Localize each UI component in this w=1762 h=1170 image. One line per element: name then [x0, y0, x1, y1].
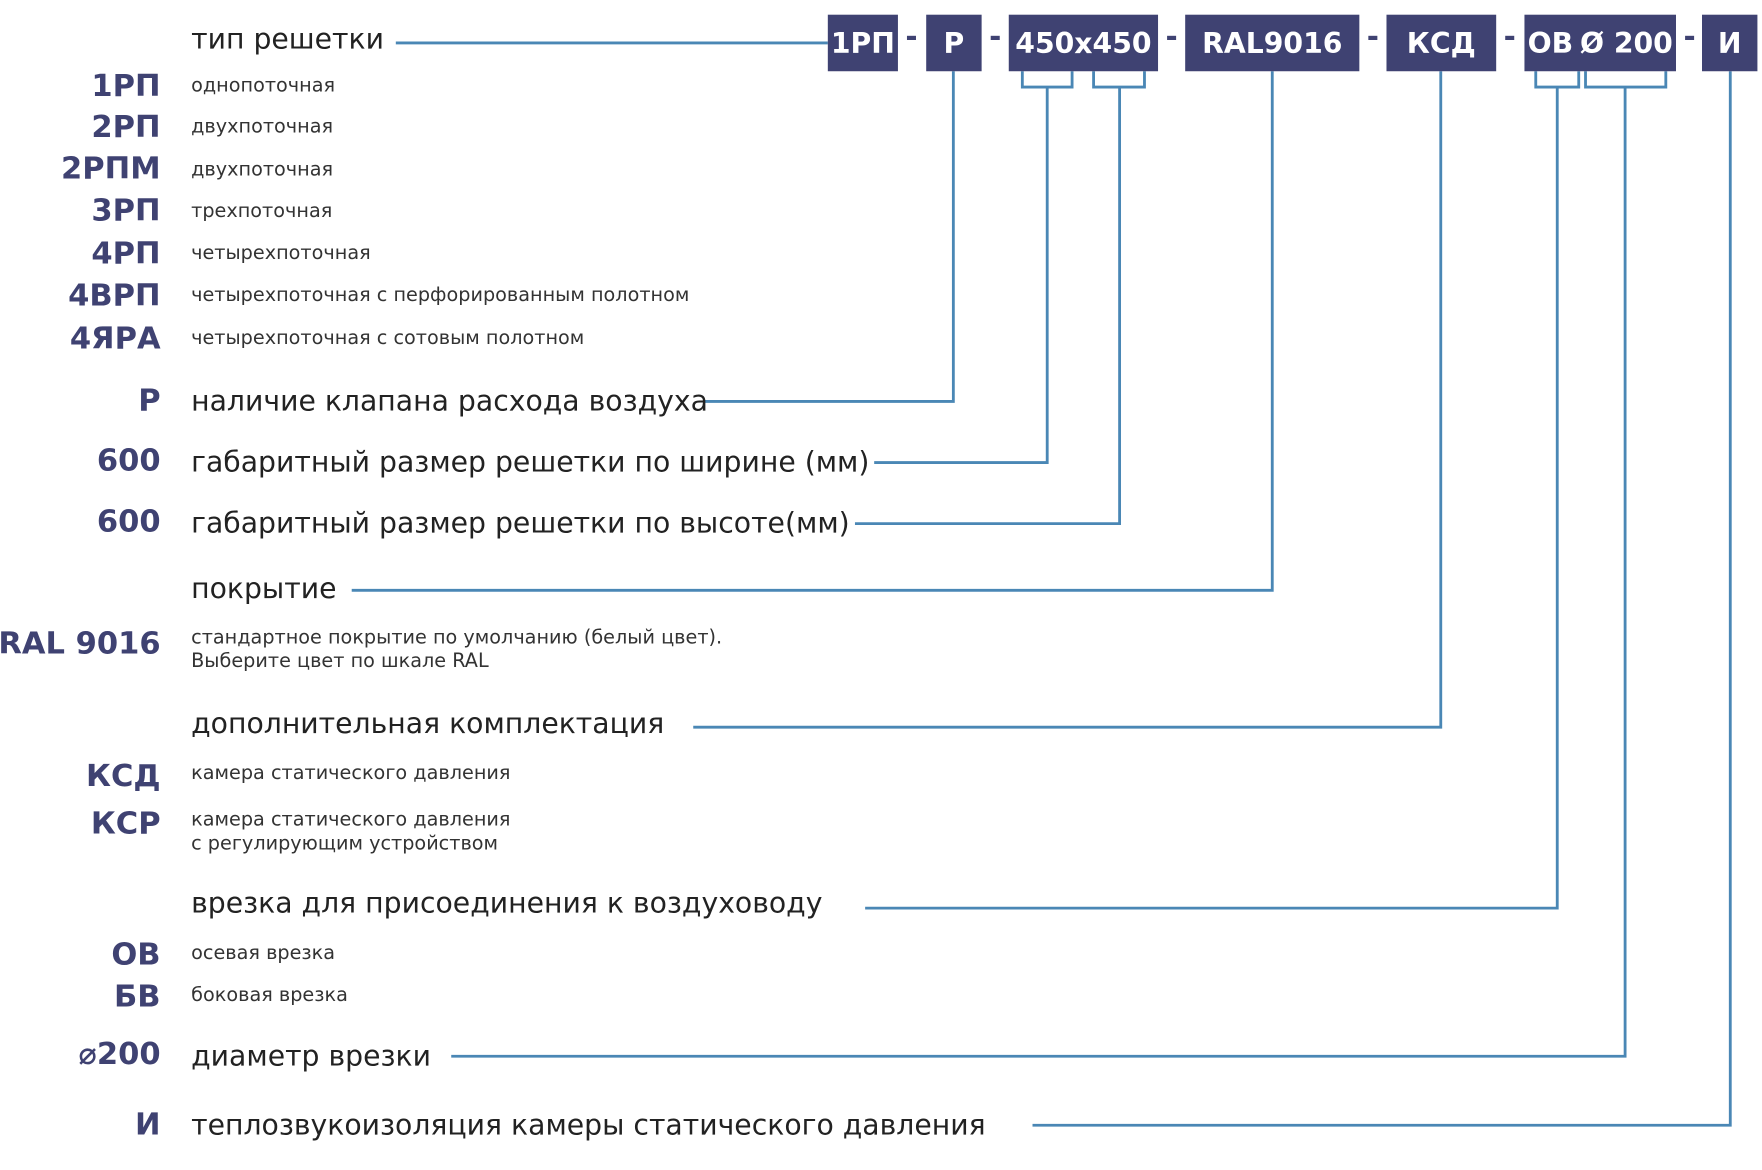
insulation-code: И [135, 1107, 161, 1143]
type-desc-3rp: трехпоточная [191, 200, 333, 223]
connector-height [854, 87, 1122, 526]
code-box-chamber: КСД [1386, 14, 1497, 72]
type-code-1rp: 1РП [91, 68, 161, 105]
bracket-width [1020, 71, 1074, 89]
type-code-4vrp: 4ВРП [68, 278, 161, 314]
type-code-3rp: 3РП [91, 193, 161, 229]
separator-dash: - [905, 20, 918, 55]
type-desc-4rp: четырехпоточная [191, 242, 371, 265]
heading-cutin: врезка для присоединения к воздуховоду [191, 886, 823, 920]
cutin-desc-bv: боковая врезка [191, 983, 348, 1007]
code-box-insulation: И [1702, 14, 1758, 72]
equipment-desc-ksr: камера статического давления с регулирую… [191, 809, 510, 856]
bracket-cutin-type [1534, 71, 1581, 89]
diameter-code: ⌀200 [78, 1037, 161, 1073]
coating-code: RAL 9016 [0, 626, 161, 662]
code-box-size: 450х450 [1008, 14, 1159, 72]
valve-code: Р [138, 383, 161, 419]
code-box-type: 1РП [827, 14, 898, 72]
type-desc-4vrp: четырехпоточная с перфорированным полотн… [191, 283, 690, 307]
valve-text: наличие клапана расхода воздуха [191, 384, 708, 418]
equipment-code-ksr: КСР [90, 806, 161, 842]
code-box-cutin-diameter: Ø 200 [1579, 26, 1673, 60]
connector-insulation [1032, 71, 1732, 1127]
width-text: габаритный размер решетки по ширине (мм) [191, 445, 870, 479]
type-code-4rp: 4РП [91, 236, 161, 272]
type-code-2rp: 2РП [91, 109, 161, 145]
height-text: габаритный размер решетки по высоте(мм) [191, 506, 850, 540]
type-desc-4yara: четырехпоточная с сотовым полотном [191, 326, 585, 350]
diameter-text: диаметр врезки [191, 1039, 431, 1073]
code-box-coating: RAL9016 [1185, 14, 1360, 72]
equipment-code-ksd: КСД [86, 758, 161, 794]
bracket-diameter [1584, 71, 1668, 89]
connector-diameter [451, 87, 1627, 1058]
coating-desc-line2: Выберите цвет по шкале RAL [191, 650, 489, 673]
separator-dash: - [1165, 20, 1178, 55]
heading-equipment: дополнительная комплектация [191, 706, 665, 740]
equipment-desc-ksd: камера статического давления [191, 762, 511, 785]
type-code-4yara: 4ЯРА [69, 321, 161, 357]
type-desc-1rp: однопоточная [191, 74, 336, 98]
equipment-desc-ksr-line2: с регулирующим устройством [191, 832, 499, 855]
coating-desc: стандартное покрытие по умолчанию (белый… [191, 627, 722, 674]
cutin-desc-ov: осевая врезка [191, 942, 336, 965]
type-code-2rpm: 2РПМ [61, 151, 161, 187]
connector-valve [703, 71, 955, 403]
bracket-height [1092, 71, 1146, 89]
code-box-cutin-type: ОВ [1527, 26, 1574, 60]
type-desc-2rp: двухпоточная [191, 115, 334, 138]
separator-dash: - [1366, 20, 1380, 55]
cutin-code-bv: БВ [114, 979, 161, 1015]
type-desc-2rpm: двухпоточная [191, 158, 334, 181]
width-code: 600 [96, 443, 161, 479]
connector-equipment [693, 71, 1443, 729]
connector-coating [351, 71, 1274, 592]
heading-type: тип решетки [191, 22, 384, 56]
heading-coating: покрытие [191, 572, 337, 606]
height-code: 600 [96, 504, 161, 540]
equipment-desc-ksr-line1: камера статического давления [191, 808, 511, 832]
code-box-cutin: ОВ Ø 200 [1524, 14, 1676, 72]
separator-dash: - [989, 20, 1002, 55]
insulation-text: теплозвукоизоляция камеры статического д… [191, 1108, 986, 1142]
separator-dash: - [1683, 20, 1696, 55]
connector-cutin-type [865, 87, 1559, 910]
separator-dash: - [1503, 20, 1516, 55]
cutin-code-ov: ОВ [111, 937, 161, 973]
coating-desc-line1: стандартное покрытие по умолчанию (белый… [191, 626, 723, 650]
connector-width [874, 87, 1049, 464]
code-box-valve: Р [926, 14, 982, 72]
